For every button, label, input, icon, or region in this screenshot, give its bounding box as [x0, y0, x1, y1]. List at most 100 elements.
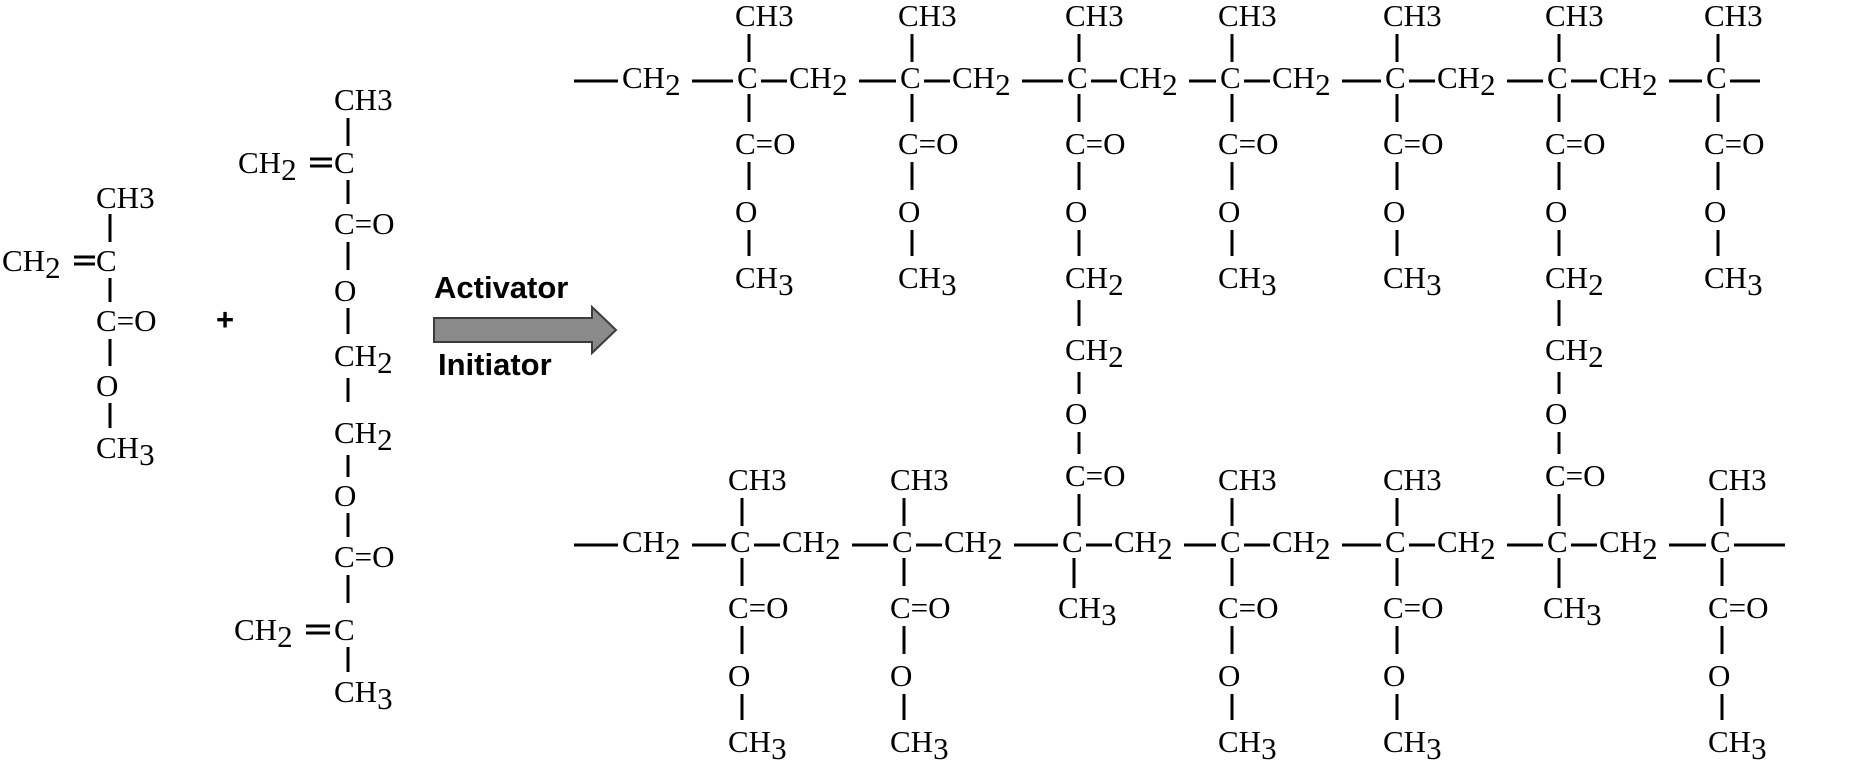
backbone-ch2: CH2	[1119, 60, 1178, 102]
backbone-ch2: CH2	[1437, 60, 1496, 102]
monomer-methyl: CH3	[96, 180, 155, 215]
methyl-group: CH3	[1704, 0, 1763, 33]
ester-oxygen: O	[1065, 194, 1087, 229]
monomer-carbonyl: C=O	[96, 303, 157, 338]
ester-oxygen: O	[1218, 194, 1240, 229]
ester-oxygen: O	[890, 658, 912, 693]
ester-carbonyl: C=O	[898, 126, 959, 161]
ester-carbonyl: C=O	[1383, 590, 1444, 625]
ester-oxygen: O	[1704, 194, 1726, 229]
backbone-ch2: CH2	[782, 524, 841, 566]
monomer-mma: CH3 CH2 C C=O O CH3	[2, 180, 157, 472]
ester-ch3: CH3	[1708, 724, 1767, 764]
ester-oxygen: O	[1545, 194, 1567, 229]
monomer-ch2: CH2	[2, 243, 61, 285]
backbone-ch2: CH2	[1599, 60, 1658, 102]
backbone-quaternary-c: C	[1385, 60, 1406, 95]
crosslinker-oxygen-top: O	[334, 273, 356, 308]
ester-oxygen: O	[1218, 658, 1240, 693]
ester-carbonyl: C=O	[1065, 126, 1126, 161]
methyl-group: CH3	[1218, 462, 1277, 497]
ester-ch3: CH3	[1218, 724, 1277, 764]
methyl-group: CH3	[1543, 590, 1602, 632]
crosslink-carbonyl: C=O	[1545, 458, 1606, 493]
activator-label: Activator	[434, 270, 568, 305]
backbone-quaternary-c: C	[900, 60, 921, 95]
backbone-ch2: CH2	[789, 60, 848, 102]
crosslink-carbonyl: C=O	[1065, 458, 1126, 493]
methyl-group: CH3	[898, 0, 957, 33]
methyl-group: CH3	[728, 462, 787, 497]
ester-ch3: CH3	[898, 260, 957, 302]
backbone-quaternary-c: C	[1220, 524, 1241, 559]
ester-carbonyl: C=O	[1704, 126, 1765, 161]
plus-sign: +	[216, 302, 234, 337]
backbone-ch2: CH2	[1272, 60, 1331, 102]
methyl-group: CH3	[1708, 462, 1767, 497]
backbone-ch2: CH2	[1599, 524, 1658, 566]
backbone-quaternary-c: C	[1547, 60, 1568, 95]
ester-ch3: CH3	[735, 260, 794, 302]
backbone-ch2: CH2	[952, 60, 1011, 102]
crosslink-ch2: CH2	[1065, 332, 1124, 374]
reaction-arrow-group: Activator Initiator	[433, 270, 618, 382]
crosslinker-ch2-b: CH2	[334, 338, 393, 380]
backbone-ch2: CH2	[1437, 524, 1496, 566]
backbone-ch2: CH2	[622, 524, 681, 566]
backbone-quaternary-c: C	[1220, 60, 1241, 95]
ester-carbonyl: C=O	[1218, 590, 1279, 625]
methyl-group: CH3	[735, 0, 794, 33]
crosslinker-ch3-bottom: CH3	[334, 674, 393, 716]
crosslink-oxygen: O	[1545, 396, 1567, 431]
ester-oxygen: O	[898, 194, 920, 229]
ester-ch3: CH3	[728, 724, 787, 764]
ester-carbonyl: C=O	[728, 590, 789, 625]
ester-carbonyl: C=O	[1218, 126, 1279, 161]
methyl-group: CH3	[1383, 0, 1442, 33]
backbone-quaternary-c: C	[892, 524, 913, 559]
methyl-group: CH3	[1218, 0, 1277, 33]
crosslinker-ch2-vinyl-top: CH2	[238, 145, 297, 187]
ester-ch3: CH3	[1704, 260, 1763, 302]
ester-carbonyl: C=O	[890, 590, 951, 625]
backbone-ch2: CH2	[622, 60, 681, 102]
crosslinker-methyl-top: CH3	[334, 82, 393, 117]
ester-carbonyl: C=O	[1383, 126, 1444, 161]
ester-carbonyl: C=O	[1545, 126, 1606, 161]
crosslinker-egdma: CH3 CH2 C C=O O CH2 CH2 O C=O CH2 C CH3	[234, 82, 395, 716]
ester-ch3: CH3	[1383, 260, 1442, 302]
crosslinker-ch2-c: CH2	[334, 415, 393, 457]
crosslink-ch2: CH2	[1065, 260, 1124, 302]
backbone-ch2: CH2	[1114, 524, 1173, 566]
reaction-arrow	[433, 304, 618, 356]
methyl-group: CH3	[1058, 590, 1117, 632]
backbone-ch2: CH2	[1272, 524, 1331, 566]
backbone-quaternary-c: C	[1385, 524, 1406, 559]
crosslinker-c-bottom: C	[334, 612, 355, 647]
crosslinker-carbonyl-top: C=O	[334, 206, 395, 241]
ester-carbonyl: C=O	[735, 126, 796, 161]
ester-oxygen: O	[728, 658, 750, 693]
crosslinker-carbonyl-bottom: C=O	[334, 539, 395, 574]
methyl-group: CH3	[1545, 0, 1604, 33]
backbone-quaternary-c: C	[1710, 524, 1731, 559]
ester-ch3: CH3	[890, 724, 949, 764]
ester-oxygen: O	[1708, 658, 1730, 693]
backbone-quaternary-c: C	[730, 524, 751, 559]
backbone-quaternary-c: C	[1062, 524, 1083, 559]
ester-oxygen: O	[735, 194, 757, 229]
monomer-ch3: CH3	[96, 430, 155, 472]
methyl-group: CH3	[890, 462, 949, 497]
crosslinker-c-top: C	[334, 145, 355, 180]
ester-ch3: CH3	[1218, 260, 1277, 302]
backbone-quaternary-c: C	[1547, 524, 1568, 559]
monomer-c: C	[96, 243, 117, 278]
crosslinker-oxygen-bottom: O	[334, 478, 356, 513]
ester-carbonyl: C=O	[1708, 590, 1769, 625]
crosslink-ch2: CH2	[1545, 332, 1604, 374]
methyl-group: CH3	[1383, 462, 1442, 497]
backbone-ch2: CH2	[944, 524, 1003, 566]
ester-oxygen: O	[1383, 658, 1405, 693]
